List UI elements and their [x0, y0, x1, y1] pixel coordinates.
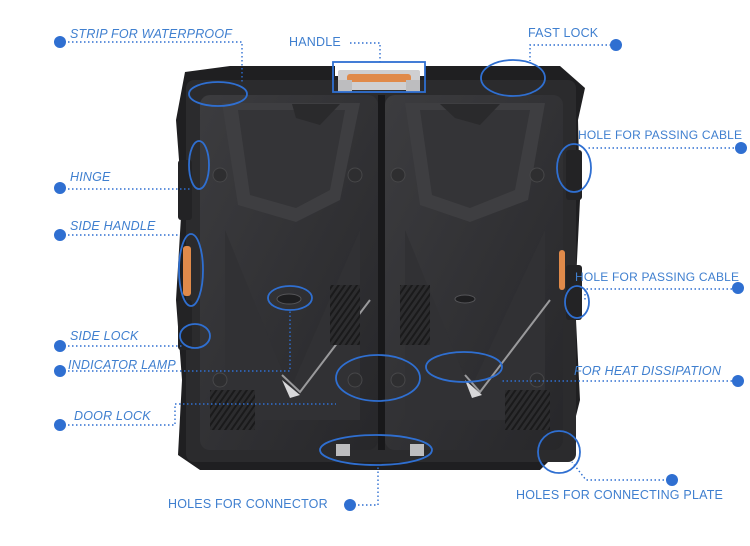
label-side-lock: SIDE LOCK: [70, 329, 139, 343]
label-hole-for-passing-cable-bottom: HOLE FOR PASSING CABLE: [575, 270, 740, 284]
label-side-handle: SIDE HANDLE: [70, 219, 156, 233]
label-hinge: HINGE: [70, 170, 111, 184]
label-fast-lock: FAST LOCK: [528, 26, 599, 40]
top-handle: [338, 70, 420, 92]
side-handle-grip: [183, 246, 191, 296]
label-door-lock: DOOR LOCK: [74, 409, 151, 423]
label-strip-for-waterproof: STRIP FOR WATERPROOF: [70, 27, 233, 41]
right-door-panel: [385, 95, 563, 450]
label-hole-for-passing-cable-top: HOLE FOR PASSING CABLE: [578, 128, 743, 142]
callout-circles: [178, 59, 592, 474]
label-holes-for-connector: HOLES FOR CONNECTOR: [168, 497, 328, 511]
left-door-panel: [200, 95, 378, 450]
label-handle: HANDLE: [289, 35, 341, 49]
label-for-heat-dissipation: FOR HEAT DISSIPATION: [574, 364, 722, 378]
center-seam: [378, 95, 385, 450]
leader-lines: [60, 41, 742, 506]
label-dots: [54, 36, 747, 511]
label-holes-for-connecting-plate: HOLES FOR CONNECTING PLATE: [516, 488, 724, 502]
label-indicator-lamp: INDICATOR LAMP: [68, 358, 176, 372]
bottom-connectors: [336, 444, 424, 456]
right-handle-grip: [559, 250, 565, 290]
